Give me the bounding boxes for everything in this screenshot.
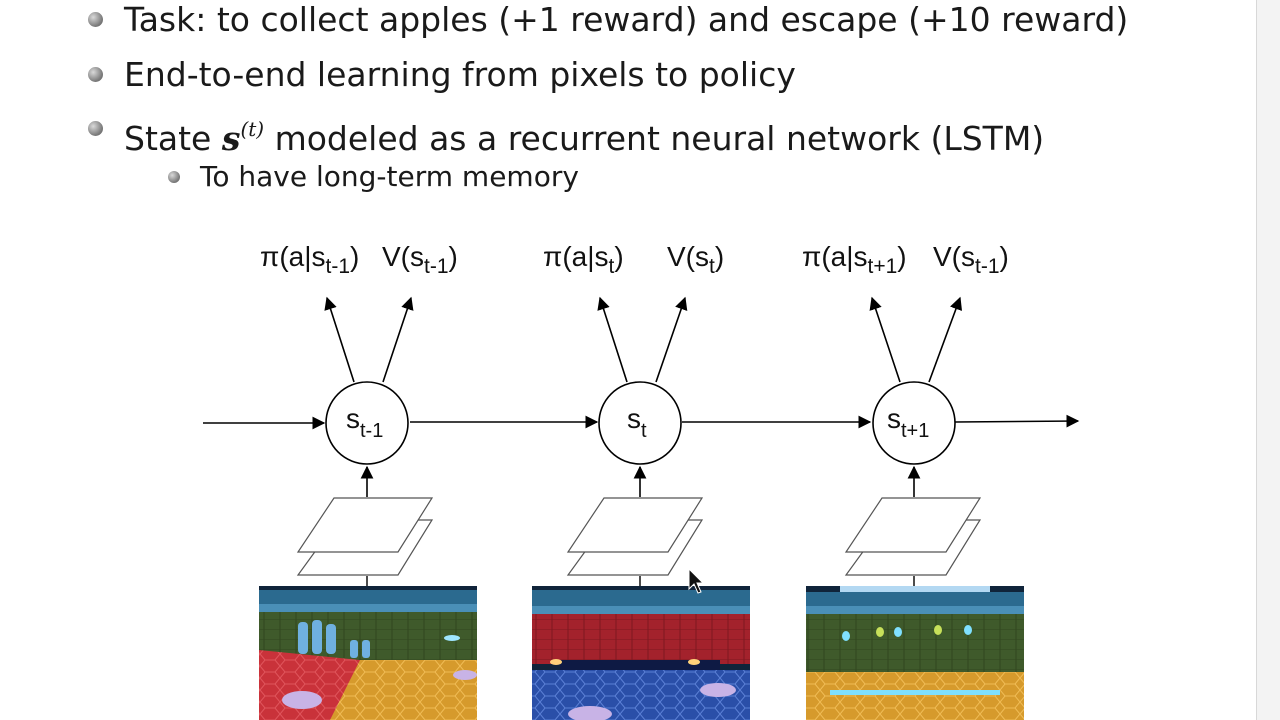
bullet-task: Task: to collect apples (+1 reward) and … [88,0,1128,40]
value-label-2: V(st) [667,241,724,278]
timestep-group-t-minus-1: π(a|st-1) V(st-1) st-1 [259,241,477,720]
lstm-state-node-3 [872,381,956,465]
game-frame-1 [259,586,477,720]
game-frame-2 [532,586,750,720]
bullet-task-text: Task: to collect apples (+1 reward) and … [124,0,1129,39]
sub-bullet-memory-text: To have long-term memory [200,160,579,193]
state-node-label-1: st-1 [346,403,383,442]
conv-layers-1 [296,497,434,586]
lstm-state-node-1 [325,381,409,465]
bullet-state-suffix: modeled as a recurrent neural network (L… [264,119,1045,158]
window-edge-scrollbar[interactable] [1256,0,1280,720]
bullet-end-to-end-text: End-to-end learning from pixels to polic… [124,55,796,94]
state-node-label-2: st [627,403,647,442]
sub-bullet-memory: To have long-term memory [168,160,579,194]
value-label-1: V(st-1) [382,241,458,278]
conv-layers-3 [844,497,982,586]
policy-label-3: π(a|st+1) [802,241,907,278]
timestep-group-t-plus-1: π(a|st+1) V(st-1) st+1 [802,241,1024,720]
bullet-state-prefix: State [124,119,222,158]
policy-label-2: π(a|st) [543,241,624,278]
bullet-state-lstm: State s(t) modeled as a recurrent neural… [88,109,1044,159]
policy-label-1: π(a|st-1) [260,241,359,278]
recurrent-policy-diagram: π(a|st-1) V(st-1) st-1 [203,241,1080,720]
timestep-group-t: π(a|st) V(st) st [532,241,750,720]
slide-bullets: Task: to collect apples (+1 reward) and … [0,0,1240,200]
bullet-end-to-end: End-to-end learning from pixels to polic… [88,55,796,95]
value-label-3: V(st-1) [933,241,1009,278]
state-superscript: (t) [240,117,265,141]
mouse-cursor-icon [688,567,705,594]
recurrence-arrows [203,414,1080,430]
game-frame-3 [806,586,1024,720]
lstm-state-node-2 [598,381,682,465]
conv-layers-2 [566,497,704,586]
state-symbol: s [221,119,241,158]
state-node-label-3: st+1 [887,403,929,442]
bullet-state-text: State s(t) modeled as a recurrent neural… [124,117,1045,158]
